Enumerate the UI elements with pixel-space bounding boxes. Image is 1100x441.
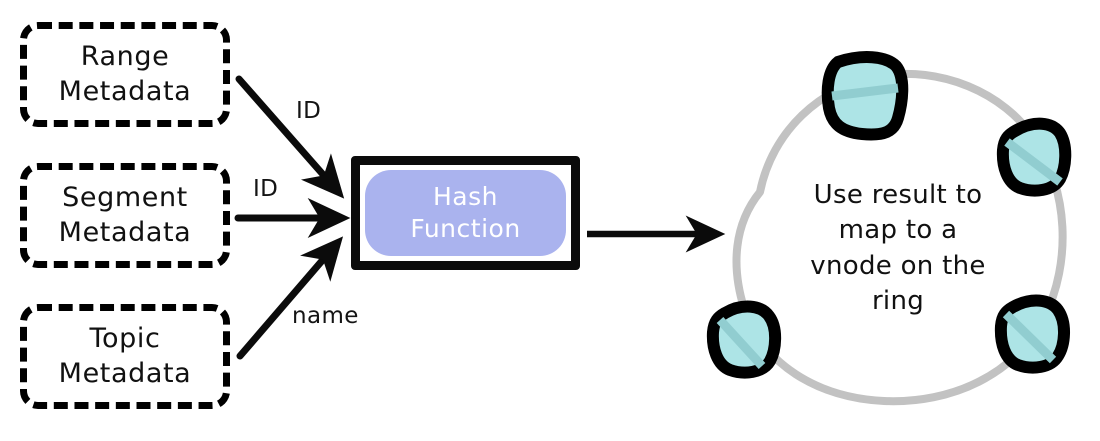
source-box-segment[interactable]: Segment Metadata bbox=[20, 163, 230, 268]
arrow-topic-to-hash bbox=[236, 236, 344, 360]
ring-caption-line-4: ring bbox=[871, 286, 925, 317]
hash-function-fill: Hash Function bbox=[365, 170, 566, 256]
hash-function-label-line2: Function bbox=[410, 214, 521, 243]
edge-label-segment-id: ID bbox=[253, 176, 279, 202]
edge-label-range-id: ID bbox=[296, 98, 322, 124]
edge-label-topic-name: name bbox=[292, 303, 359, 329]
vnode-bottom-left bbox=[706, 300, 782, 379]
source-box-segment-line2: Metadata bbox=[58, 216, 192, 248]
ring-caption-line-1: Use result to bbox=[813, 180, 983, 210]
source-box-topic-line2: Metadata bbox=[58, 357, 192, 389]
ring-caption: Use result to map to a vnode on the ring bbox=[786, 178, 1010, 319]
hash-function-label-line1: Hash bbox=[433, 181, 498, 211]
source-box-topic[interactable]: Topic Metadata bbox=[20, 304, 230, 409]
arrow-range-to-hash bbox=[235, 75, 345, 199]
vnode-top bbox=[821, 51, 909, 141]
source-box-segment-line1: Segment bbox=[62, 182, 188, 214]
ring-caption-line-2: map to a bbox=[838, 215, 958, 246]
vnode-bottom-right bbox=[994, 294, 1070, 374]
source-box-range[interactable]: Range Metadata bbox=[20, 22, 230, 127]
vnode-right bbox=[996, 117, 1072, 197]
ring-caption-line-3: vnode on the bbox=[810, 250, 986, 281]
hash-function-box[interactable]: Hash Function bbox=[351, 156, 580, 270]
source-box-range-line2: Metadata bbox=[58, 75, 192, 107]
source-box-topic-line1: Topic bbox=[89, 323, 161, 355]
source-box-range-line1: Range bbox=[80, 41, 170, 73]
